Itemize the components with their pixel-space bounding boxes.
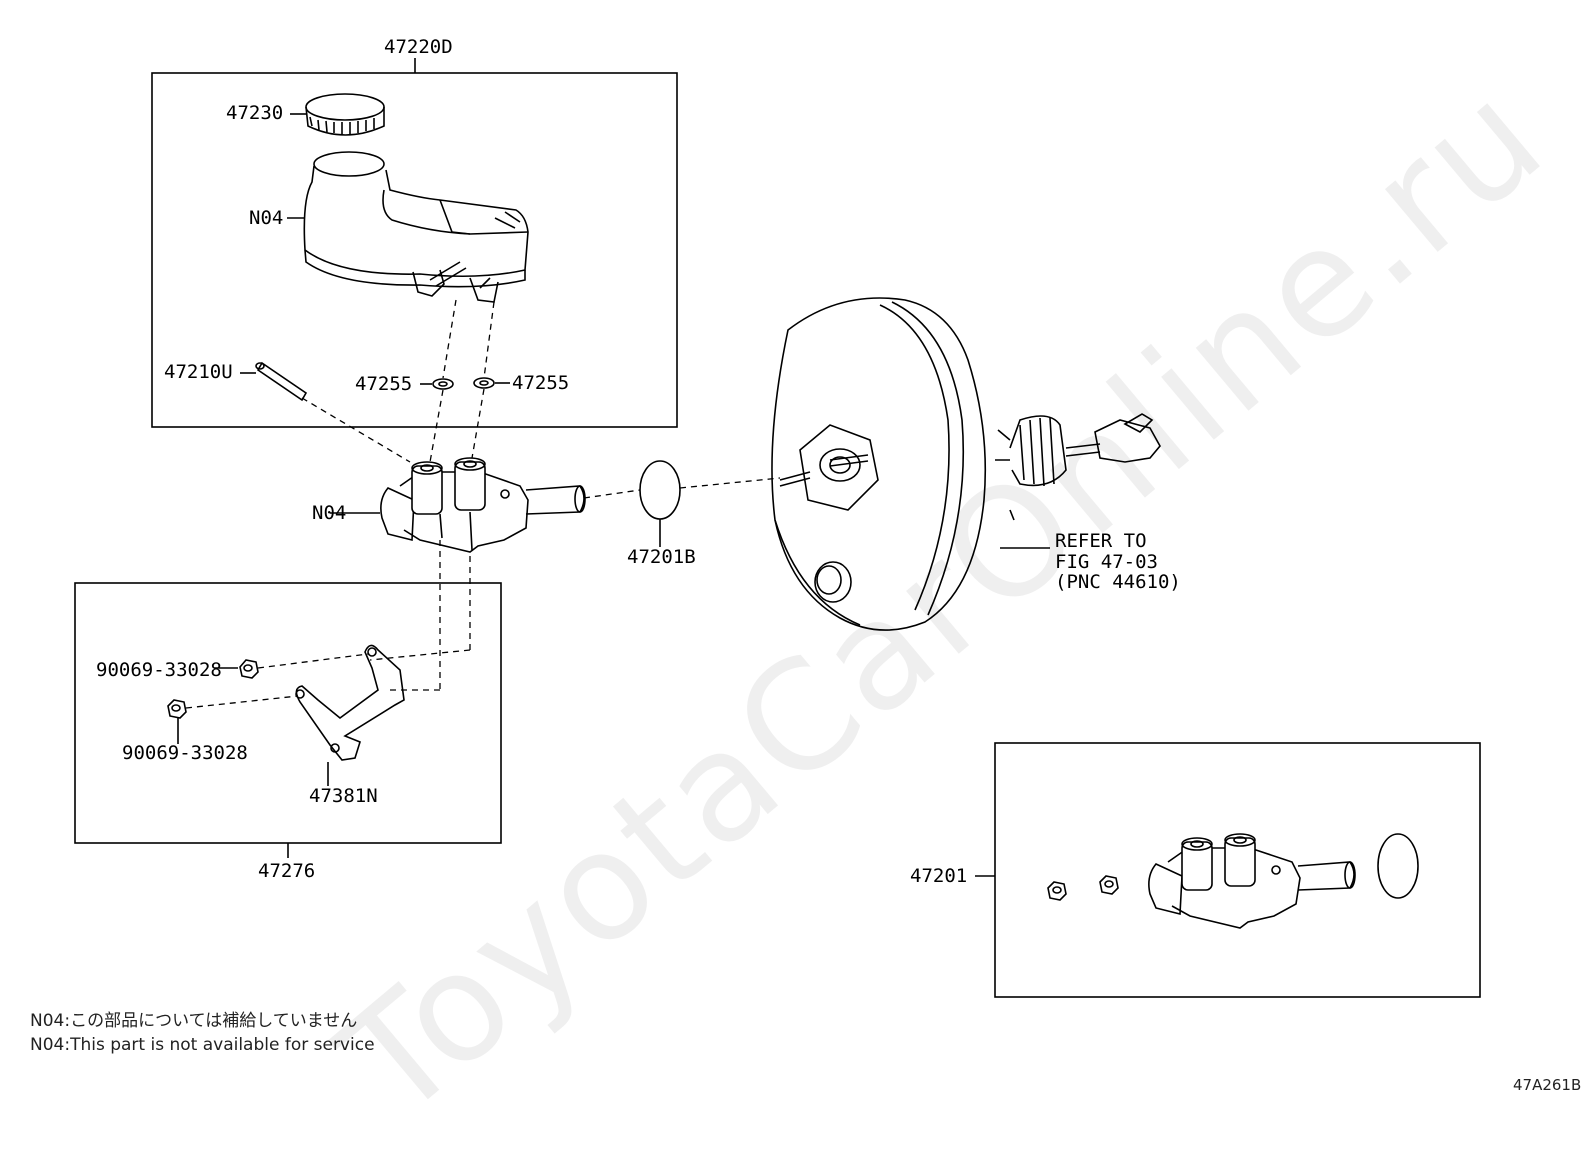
label-assembly[interactable]: 47201 <box>910 865 968 887</box>
figure-code: 47A261B <box>1513 1076 1582 1094</box>
label-reservoir-n04[interactable]: N04 <box>249 207 284 229</box>
bracket-icon <box>295 644 405 761</box>
brake-booster-icon <box>771 297 1161 631</box>
assembly-o-ring-icon <box>1377 833 1419 899</box>
nut-lower-icon <box>167 699 187 719</box>
reservoir-cap-icon <box>305 93 385 136</box>
assembly-box <box>994 742 1481 998</box>
label-grommet-left[interactable]: 47255 <box>355 373 413 395</box>
label-nut-lower[interactable]: 90069-33028 <box>122 742 248 764</box>
kit-box-bottom <box>74 582 502 844</box>
label-refer-line3[interactable]: (PNC 44610) <box>1055 571 1181 593</box>
pin-icon <box>255 361 308 402</box>
label-grommet-right[interactable]: 47255 <box>512 372 570 394</box>
label-o-ring[interactable]: 47201B <box>627 546 696 568</box>
label-cap[interactable]: 47230 <box>226 102 284 124</box>
master-cylinder-icon <box>380 457 586 553</box>
reservoir-tank-icon <box>303 151 529 303</box>
assembly-cylinder-icon <box>1148 833 1356 929</box>
grommet-left-icon <box>432 378 454 390</box>
label-refer-line1[interactable]: REFER TO <box>1055 530 1147 552</box>
nut-upper-icon <box>239 659 259 679</box>
grommet-right-icon <box>473 377 495 389</box>
label-bracket[interactable]: 47381N <box>309 785 378 807</box>
assembly-nut-right-icon <box>1099 875 1119 895</box>
label-nut-upper[interactable]: 90069-33028 <box>96 659 222 681</box>
parts-diagram <box>74 58 1481 998</box>
label-refer-line2[interactable]: FIG 47-03 <box>1055 551 1158 573</box>
label-cylinder-n04[interactable]: N04 <box>312 502 347 524</box>
note-japanese: N04:この部品については補給していません <box>30 1011 358 1031</box>
label-kit-top[interactable]: 47220D <box>384 36 453 58</box>
label-pin[interactable]: 47210U <box>164 361 233 383</box>
label-kit-bottom[interactable]: 47276 <box>258 860 316 882</box>
assembly-nut-left-icon <box>1047 881 1067 901</box>
o-ring-icon <box>639 460 681 520</box>
note-english: N04:This part is not available for servi… <box>30 1035 375 1055</box>
